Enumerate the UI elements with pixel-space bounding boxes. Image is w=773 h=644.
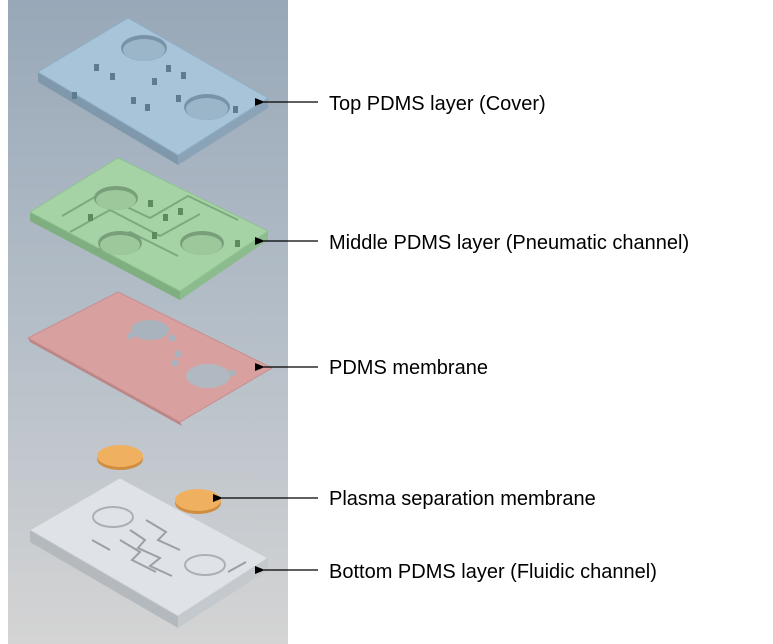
middle-pdms-layer <box>28 157 269 300</box>
pdms-membrane <box>26 291 274 426</box>
top-pdms-layer <box>37 17 269 165</box>
plasma-separation-membrane-upper <box>97 445 143 470</box>
label-middle-pdms-layer: Middle PDMS layer (Pneumatic channel) <box>329 232 690 254</box>
label-pdms-membrane: PDMS membrane <box>329 357 488 379</box>
bottom-pdms-layer <box>29 477 269 628</box>
label-top-pdms-layer: Top PDMS layer (Cover) <box>329 93 546 115</box>
plasma-separation-membrane-lower <box>175 489 221 514</box>
label-plasma-separation-membrane: Plasma separation membrane <box>329 488 596 510</box>
label-bottom-pdms-layer: Bottom PDMS layer (Fluidic channel) <box>329 561 657 583</box>
